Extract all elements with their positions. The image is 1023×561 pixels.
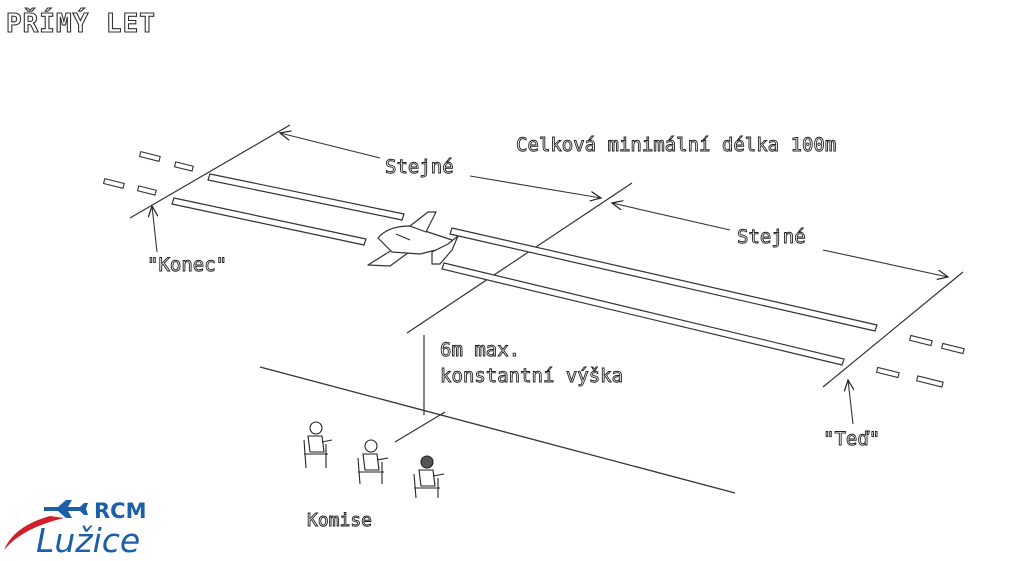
flight-path-left	[171, 173, 405, 246]
same-right-arrow-fwd	[822, 249, 948, 277]
club-logo: RCM Lužice	[4, 499, 146, 560]
height-label-line1: 6m max.	[440, 339, 520, 361]
judge-figure-2	[357, 439, 389, 485]
end-label: "Konec"	[147, 254, 227, 276]
logo-swoosh	[4, 516, 64, 550]
logo-brand: RCM	[94, 499, 146, 523]
page-title: PŘÍMÝ LET	[6, 7, 156, 39]
logo-plane-icon	[44, 500, 88, 518]
now-label: "Teď"	[823, 428, 880, 450]
end-pointer-arrow	[152, 206, 157, 253]
center-line	[406, 182, 633, 334]
flight-path-right	[441, 227, 878, 366]
logo-city: Lužice	[36, 521, 140, 560]
same-left-arrow-back	[280, 133, 381, 159]
start-boundary-line	[822, 271, 964, 388]
judges-line	[259, 366, 736, 494]
same-right-arrow-back	[612, 203, 731, 231]
start-dashes	[875, 334, 965, 388]
total-length-label: Celková minimální délka 100m	[516, 134, 836, 156]
judge-figure-3	[413, 455, 445, 499]
airplane-icon	[367, 211, 459, 267]
same-right-label: Stejné	[737, 226, 806, 248]
committee-sight-line	[394, 411, 446, 443]
end-dashes	[102, 150, 194, 196]
end-boundary-line	[129, 124, 291, 219]
height-label-line2: konstantní výška	[440, 365, 623, 387]
judge-figure-1	[303, 421, 333, 469]
now-pointer-arrow	[848, 380, 853, 425]
committee-label: Komise	[307, 510, 372, 531]
same-left-arrow-fwd	[469, 175, 601, 198]
same-left-label: Stejné	[385, 156, 454, 178]
